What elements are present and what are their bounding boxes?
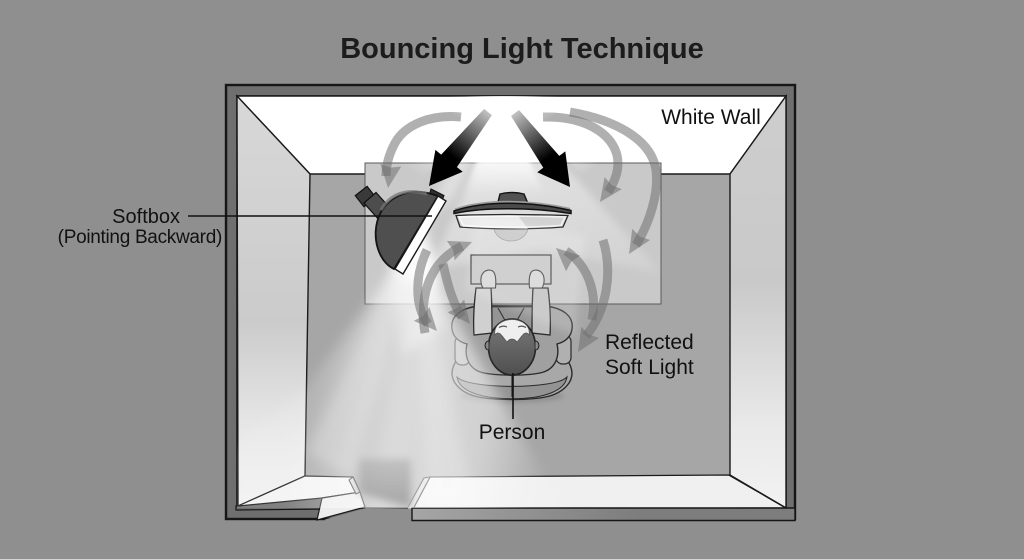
svg-text:Softbox: Softbox <box>112 206 180 228</box>
svg-text:White Wall: White Wall <box>661 106 761 129</box>
svg-text:Person: Person <box>479 421 546 444</box>
svg-text:Soft Light: Soft Light <box>605 356 694 379</box>
svg-text:Bouncing Light Technique: Bouncing Light Technique <box>340 33 704 65</box>
svg-text:Reflected: Reflected <box>605 331 694 354</box>
svg-text:(Pointing Backward): (Pointing Backward) <box>58 227 222 248</box>
